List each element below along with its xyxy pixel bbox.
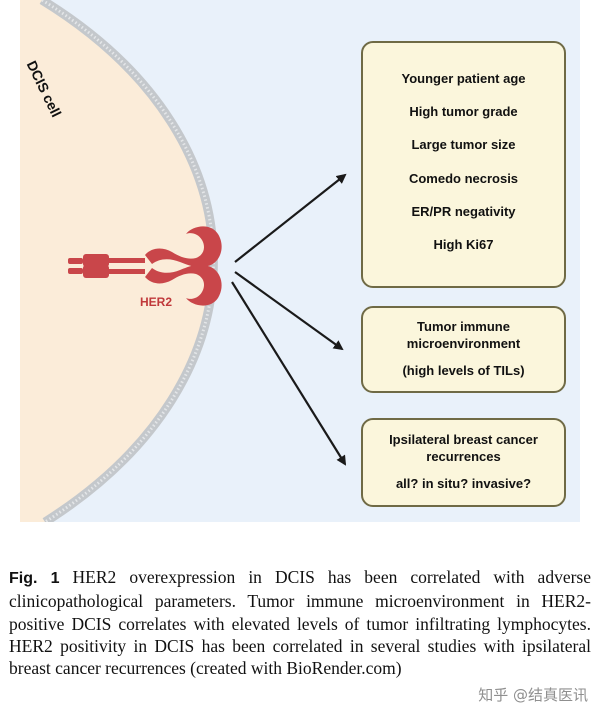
parameter-item: Younger patient age — [401, 71, 526, 86]
figure-caption: Fig. 1 HER2 overexpression in DCIS has b… — [9, 566, 591, 679]
arrow-to-recurrence — [231, 281, 347, 466]
immune-microenvironment-box: Tumor immune microenvironment (high leve… — [361, 306, 566, 393]
cell-membrane-texture — [41, 0, 215, 522]
figure-panel: DCIS cell HER2 Younger patient age High … — [20, 0, 580, 522]
parameter-item: Large tumor size — [411, 137, 516, 153]
arrow-to-immune — [234, 271, 344, 351]
immune-title-line1: Tumor immune — [417, 319, 510, 334]
immune-detail: (high levels of TILs) — [402, 363, 525, 378]
recurrence-title-line1: Ipsilateral breast cancer — [389, 432, 538, 447]
parameter-item: Comedo necrosis — [408, 170, 519, 186]
her2-label: HER2 — [140, 295, 173, 309]
watermark: 知乎 @结真医讯 — [478, 686, 588, 704]
recurrence-detail: all? in situ? invasive? — [395, 476, 532, 491]
recurrence-box: Ipsilateral breast cancer recurrences al… — [361, 418, 566, 507]
recurrence-title-line2: recurrences — [426, 449, 501, 464]
parameter-item: High tumor grade — [409, 104, 518, 120]
figure-number: Fig. 1 — [9, 570, 60, 587]
caption-text: HER2 overexpression in DCIS has been cor… — [9, 567, 591, 679]
clinicopathological-box: Younger patient age High tumor grade Lar… — [361, 41, 566, 288]
immune-title-line2: microenvironment — [406, 336, 521, 351]
arrow-to-clinicopathological — [234, 173, 347, 263]
parameter-item: ER/PR negativity — [411, 203, 516, 219]
her2-receptor-icon — [68, 226, 222, 306]
parameter-item: High Ki67 — [433, 236, 494, 252]
